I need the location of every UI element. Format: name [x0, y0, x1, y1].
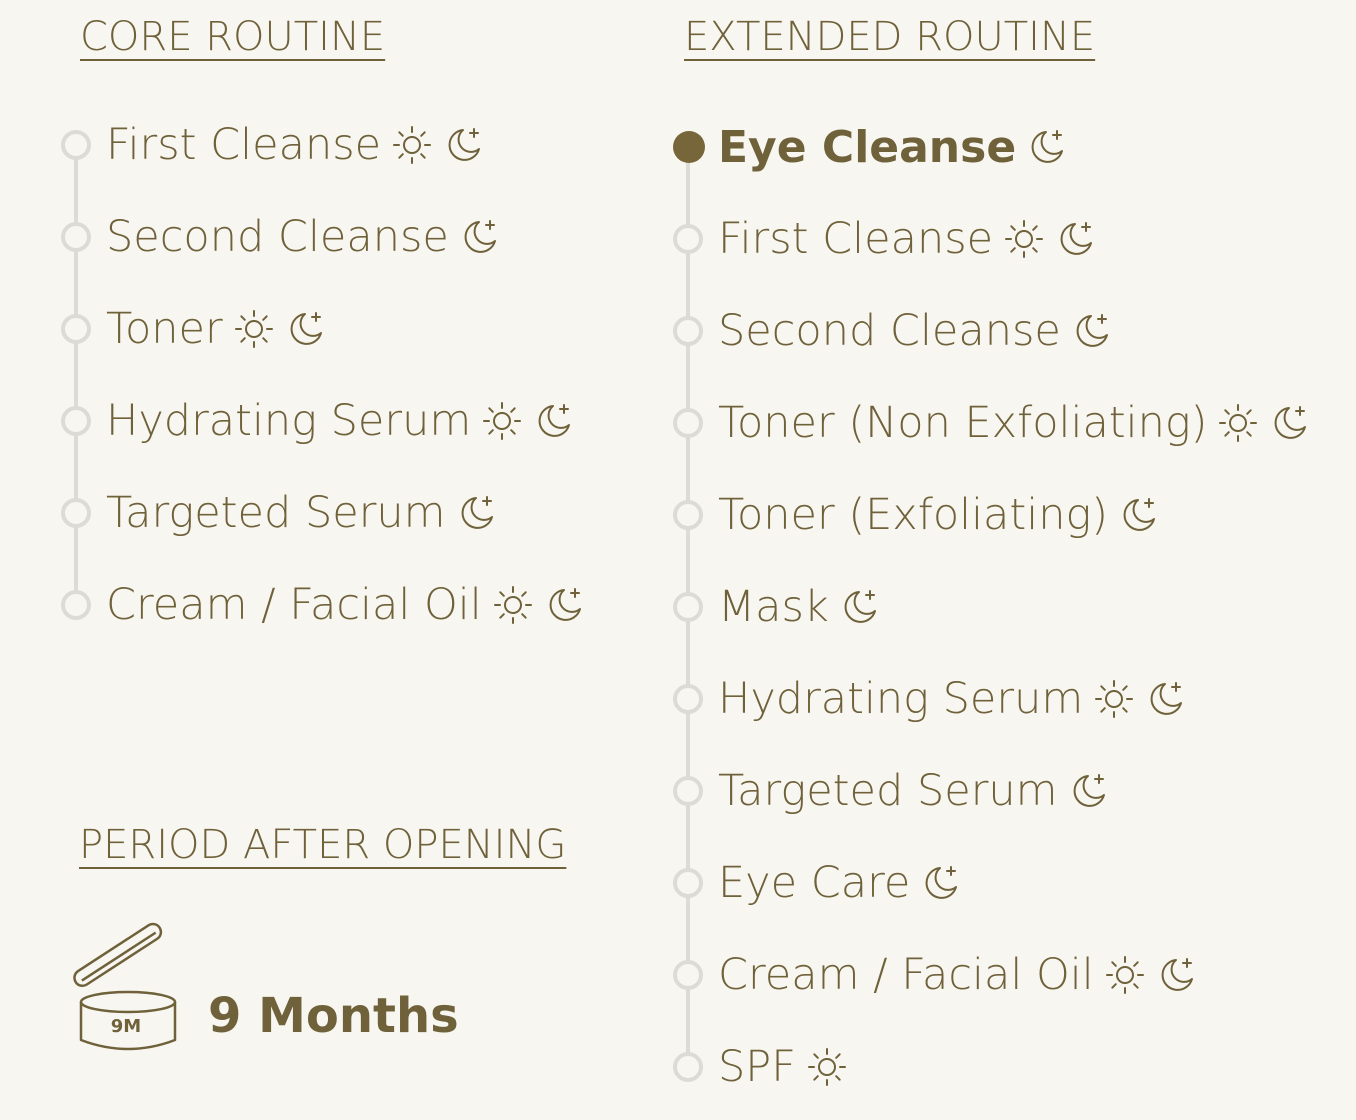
step-label: Second Cleanse	[718, 306, 1061, 356]
extended-step[interactable]: Mask	[673, 561, 1333, 653]
core-step[interactable]: Second Cleanse	[61, 191, 621, 283]
sun-icon	[1217, 402, 1259, 444]
step-label: Eye Care	[718, 858, 911, 908]
moon-icon	[1145, 678, 1187, 720]
pao-icon-label: 9M	[111, 1016, 141, 1037]
step-dot-active	[673, 131, 705, 163]
moon-icon	[533, 400, 575, 442]
step-dot	[61, 590, 91, 620]
extended-step[interactable]: Eye Care	[673, 837, 1333, 929]
step-dot	[673, 960, 703, 990]
pao-heading[interactable]: PERIOD AFTER OPENING	[79, 822, 567, 868]
step-label: SPF	[718, 1042, 796, 1092]
step-dot	[673, 1052, 703, 1082]
step-label: Cream / Facial Oil	[718, 950, 1094, 1000]
extended-step[interactable]: SPF	[673, 1021, 1333, 1113]
open-jar-icon: 9M	[66, 922, 182, 1060]
moon-icon	[1118, 494, 1160, 536]
moon-icon	[1071, 310, 1113, 352]
extended-step[interactable]: Toner (Non Exfoliating)	[673, 377, 1333, 469]
step-label: Hydrating Serum	[718, 674, 1084, 724]
step-label: Toner	[106, 304, 223, 354]
step-dot	[61, 314, 91, 344]
step-dot	[61, 406, 91, 436]
moon-icon	[920, 862, 962, 904]
step-dot	[61, 130, 91, 160]
moon-icon	[285, 308, 327, 350]
moon-icon	[1156, 954, 1198, 996]
sun-icon	[492, 584, 534, 626]
sun-icon	[481, 400, 523, 442]
extended-step[interactable]: Hydrating Serum	[673, 653, 1333, 745]
moon-icon	[1269, 402, 1311, 444]
moon-icon	[839, 586, 881, 628]
moon-icon	[459, 216, 501, 258]
step-dot	[673, 408, 703, 438]
moon-icon	[1026, 126, 1068, 168]
step-dot	[673, 316, 703, 346]
step-label: Mask	[718, 582, 829, 632]
core-step[interactable]: Targeted Serum	[61, 467, 621, 559]
sun-icon	[233, 308, 275, 350]
core-step[interactable]: First Cleanse	[61, 99, 621, 191]
moon-icon	[1055, 218, 1097, 260]
extended-step[interactable]: Second Cleanse	[673, 285, 1333, 377]
moon-icon	[456, 492, 498, 534]
core-timeline-rail	[74, 145, 78, 605]
extended-routine-heading[interactable]: EXTENDED ROUTINE	[684, 14, 1096, 60]
core-step[interactable]: Toner	[61, 283, 621, 375]
step-label: Toner (Exfoliating)	[718, 490, 1109, 540]
step-dot	[673, 776, 703, 806]
step-dot	[673, 500, 703, 530]
step-dot	[673, 868, 703, 898]
step-label: First Cleanse	[106, 120, 382, 170]
step-dot	[673, 592, 703, 622]
pao-value: 9 Months	[208, 988, 459, 1044]
core-step[interactable]: Cream / Facial Oil	[61, 559, 621, 651]
step-dot	[673, 684, 703, 714]
step-label: Targeted Serum	[106, 488, 446, 538]
step-dot	[61, 498, 91, 528]
sun-icon	[1003, 218, 1045, 260]
sun-icon	[391, 124, 433, 166]
step-label: First Cleanse	[718, 214, 994, 264]
extended-step[interactable]: First Cleanse	[673, 193, 1333, 285]
step-dot	[673, 224, 703, 254]
step-label: Hydrating Serum	[106, 396, 472, 446]
moon-icon	[544, 584, 586, 626]
step-label: Targeted Serum	[718, 766, 1058, 816]
step-dot	[61, 222, 91, 252]
core-step[interactable]: Hydrating Serum	[61, 375, 621, 467]
step-label: Cream / Facial Oil	[106, 580, 482, 630]
extended-step[interactable]: Targeted Serum	[673, 745, 1333, 837]
extended-step[interactable]: Eye Cleanse	[673, 101, 1333, 193]
extended-step[interactable]: Cream / Facial Oil	[673, 929, 1333, 1021]
step-label: Eye Cleanse	[718, 121, 1017, 173]
moon-icon	[443, 124, 485, 166]
sun-icon	[806, 1046, 848, 1088]
step-label: Second Cleanse	[106, 212, 449, 262]
moon-icon	[1068, 770, 1110, 812]
step-label: Toner (Non Exfoliating)	[718, 398, 1208, 448]
sun-icon	[1093, 678, 1135, 720]
extended-step[interactable]: Toner (Exfoliating)	[673, 469, 1333, 561]
core-routine-heading[interactable]: CORE ROUTINE	[80, 14, 386, 60]
sun-icon	[1104, 954, 1146, 996]
